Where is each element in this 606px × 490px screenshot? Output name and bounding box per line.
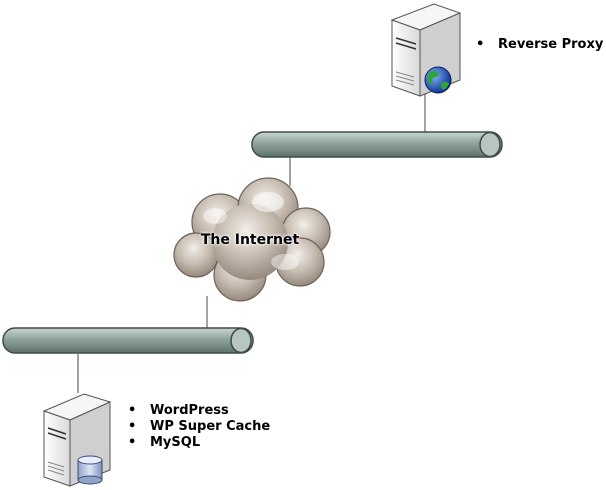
- database-icon: [77, 455, 103, 485]
- top-network-segment: [251, 131, 503, 158]
- internet-cloud-label: The Internet: [200, 232, 300, 248]
- wordpress-server-labels: WordPress WP Super Cache MySQL: [126, 403, 270, 451]
- label-item: WP Super Cache: [126, 419, 270, 435]
- reverse-proxy-labels: Reverse Proxy: [474, 37, 603, 53]
- internet-cloud: [173, 177, 331, 302]
- label-item: Reverse Proxy: [474, 37, 603, 53]
- wordpress-server: [42, 393, 112, 487]
- reverse-proxy-server: [390, 3, 462, 97]
- bottom-network-segment: [2, 327, 254, 354]
- globe-icon: [424, 66, 452, 94]
- label-item: WordPress: [126, 403, 270, 419]
- label-item: MySQL: [126, 435, 270, 451]
